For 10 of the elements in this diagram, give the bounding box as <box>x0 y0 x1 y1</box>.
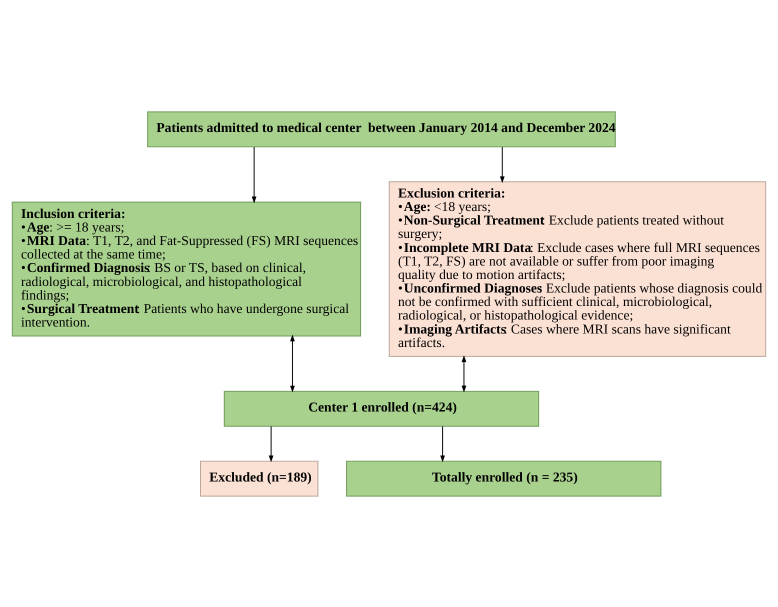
arrow <box>500 146 505 183</box>
arrow <box>290 334 295 392</box>
arrow <box>268 425 274 462</box>
arrow <box>440 425 445 462</box>
arrow <box>462 354 466 392</box>
node-box: Patients admitted to medical center between January 2014 and December 2024 <box>147 110 616 147</box>
node-box: Excluded (n=189) <box>200 460 318 496</box>
node-box: Center 1 enrolled (n=424) <box>224 390 540 426</box>
node-box: Totally enrolled (n = 235) <box>346 460 662 496</box>
arrow <box>252 146 256 203</box>
